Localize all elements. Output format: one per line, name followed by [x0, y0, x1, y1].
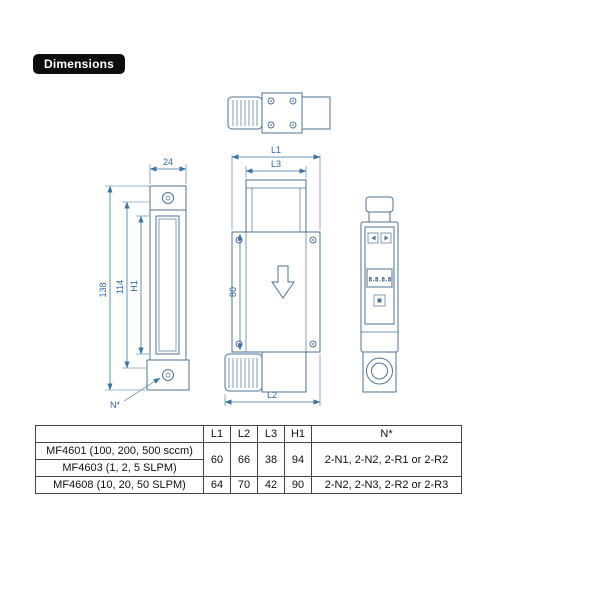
dim-138: 138	[98, 185, 149, 391]
header-model	[35, 425, 204, 443]
dim-label-114: 114	[115, 280, 125, 294]
front-view: L1 L3 80 L2	[224, 145, 321, 406]
front-knob	[224, 353, 263, 392]
note-label-n: N*	[110, 400, 120, 410]
cell-l1: 64	[203, 476, 231, 494]
dim-l2: L2	[224, 354, 321, 406]
lcd-display: 8.8.8.8	[366, 268, 393, 288]
dim-label-l2: L2	[267, 390, 277, 400]
dim-l3: L3	[245, 159, 307, 178]
knurl-lines	[232, 100, 258, 126]
dim-80: 80	[228, 233, 243, 351]
front-body-plate	[231, 231, 321, 353]
cell-l2: 70	[230, 476, 258, 494]
dim-l1: L1	[231, 145, 321, 230]
cell-l3: 42	[257, 476, 285, 494]
note-n: N*	[110, 377, 161, 410]
cell-l3: 38	[257, 442, 285, 477]
table-row: MF4601 (100, 200, 500 sccm) 60 66 38 94 …	[35, 442, 462, 477]
cell-h1: 94	[284, 442, 312, 477]
dim-label-138: 138	[98, 282, 108, 297]
display-buttons	[367, 232, 392, 244]
side-view-left: 24 138 114 H1 N*	[98, 157, 190, 410]
cell-l2: 66	[230, 442, 258, 477]
dim-label-h1: H1	[129, 280, 139, 292]
set-button	[373, 294, 386, 307]
header-n: N*	[311, 425, 462, 443]
side-view-right: 8.8.8.8	[360, 196, 399, 393]
front-inlet-block	[245, 179, 307, 233]
front-bottom-block	[261, 351, 307, 393]
cell-model-mf4608: MF4608 (10, 20, 50 SLPM)	[35, 476, 204, 494]
side-body	[149, 185, 187, 361]
dimensions-table: L1 L2 L3 H1 N* MF4601 (100, 200, 500 scc…	[35, 425, 462, 494]
button-right-icon	[384, 235, 389, 241]
header-l2: L2	[230, 425, 258, 443]
dim-114: 114	[115, 201, 149, 369]
dimensions-badge: Dimensions	[33, 54, 126, 74]
right-bottom-block	[362, 351, 397, 393]
dim-label-80: 80	[228, 287, 238, 297]
mount-hole-top	[162, 192, 174, 204]
dim-h1: H1	[129, 215, 149, 355]
side-flange	[146, 359, 190, 391]
header-l3: L3	[257, 425, 285, 443]
dim-label-l1: L1	[271, 145, 281, 155]
cell-h1: 90	[284, 476, 312, 494]
display-panel	[364, 226, 395, 325]
side-window	[155, 215, 180, 355]
top-knob	[227, 96, 263, 130]
port-circle	[366, 357, 393, 385]
cell-model-mf4601: MF4601 (100, 200, 500 sccm)	[35, 442, 204, 460]
knurl-lines	[228, 358, 258, 388]
right-neck	[368, 211, 391, 223]
table-row: MF4608 (10, 20, 50 SLPM) 64 70 42 90 2-N…	[35, 476, 462, 494]
dim-label-l3: L3	[271, 159, 281, 169]
header-h1: H1	[284, 425, 312, 443]
table-row: MF4603 (1, 2, 5 SLPM)	[35, 459, 462, 477]
top-flange	[261, 92, 303, 134]
cell-l1: 60	[203, 442, 231, 477]
button-left-icon	[371, 235, 376, 241]
table-header-row: L1 L2 L3 H1 N*	[35, 425, 462, 443]
top-body	[301, 96, 331, 130]
flow-arrow-icon	[271, 265, 295, 299]
right-top-cap	[365, 196, 394, 213]
cell-n: 2-N2, 2-N3, 2-R2 or 2-R3	[311, 476, 462, 494]
lcd-digits: 8.8.8.8	[369, 277, 392, 284]
mount-hole-bottom	[162, 369, 174, 381]
cell-n: 2-N1, 2-N2, 2-R1 or 2-R2	[311, 442, 462, 477]
dim-24: 24	[149, 157, 187, 184]
top-view	[227, 92, 331, 134]
cell-model-mf4603: MF4603 (1, 2, 5 SLPM)	[35, 459, 204, 477]
header-l1: L1	[203, 425, 231, 443]
dim-label-24: 24	[163, 157, 173, 167]
